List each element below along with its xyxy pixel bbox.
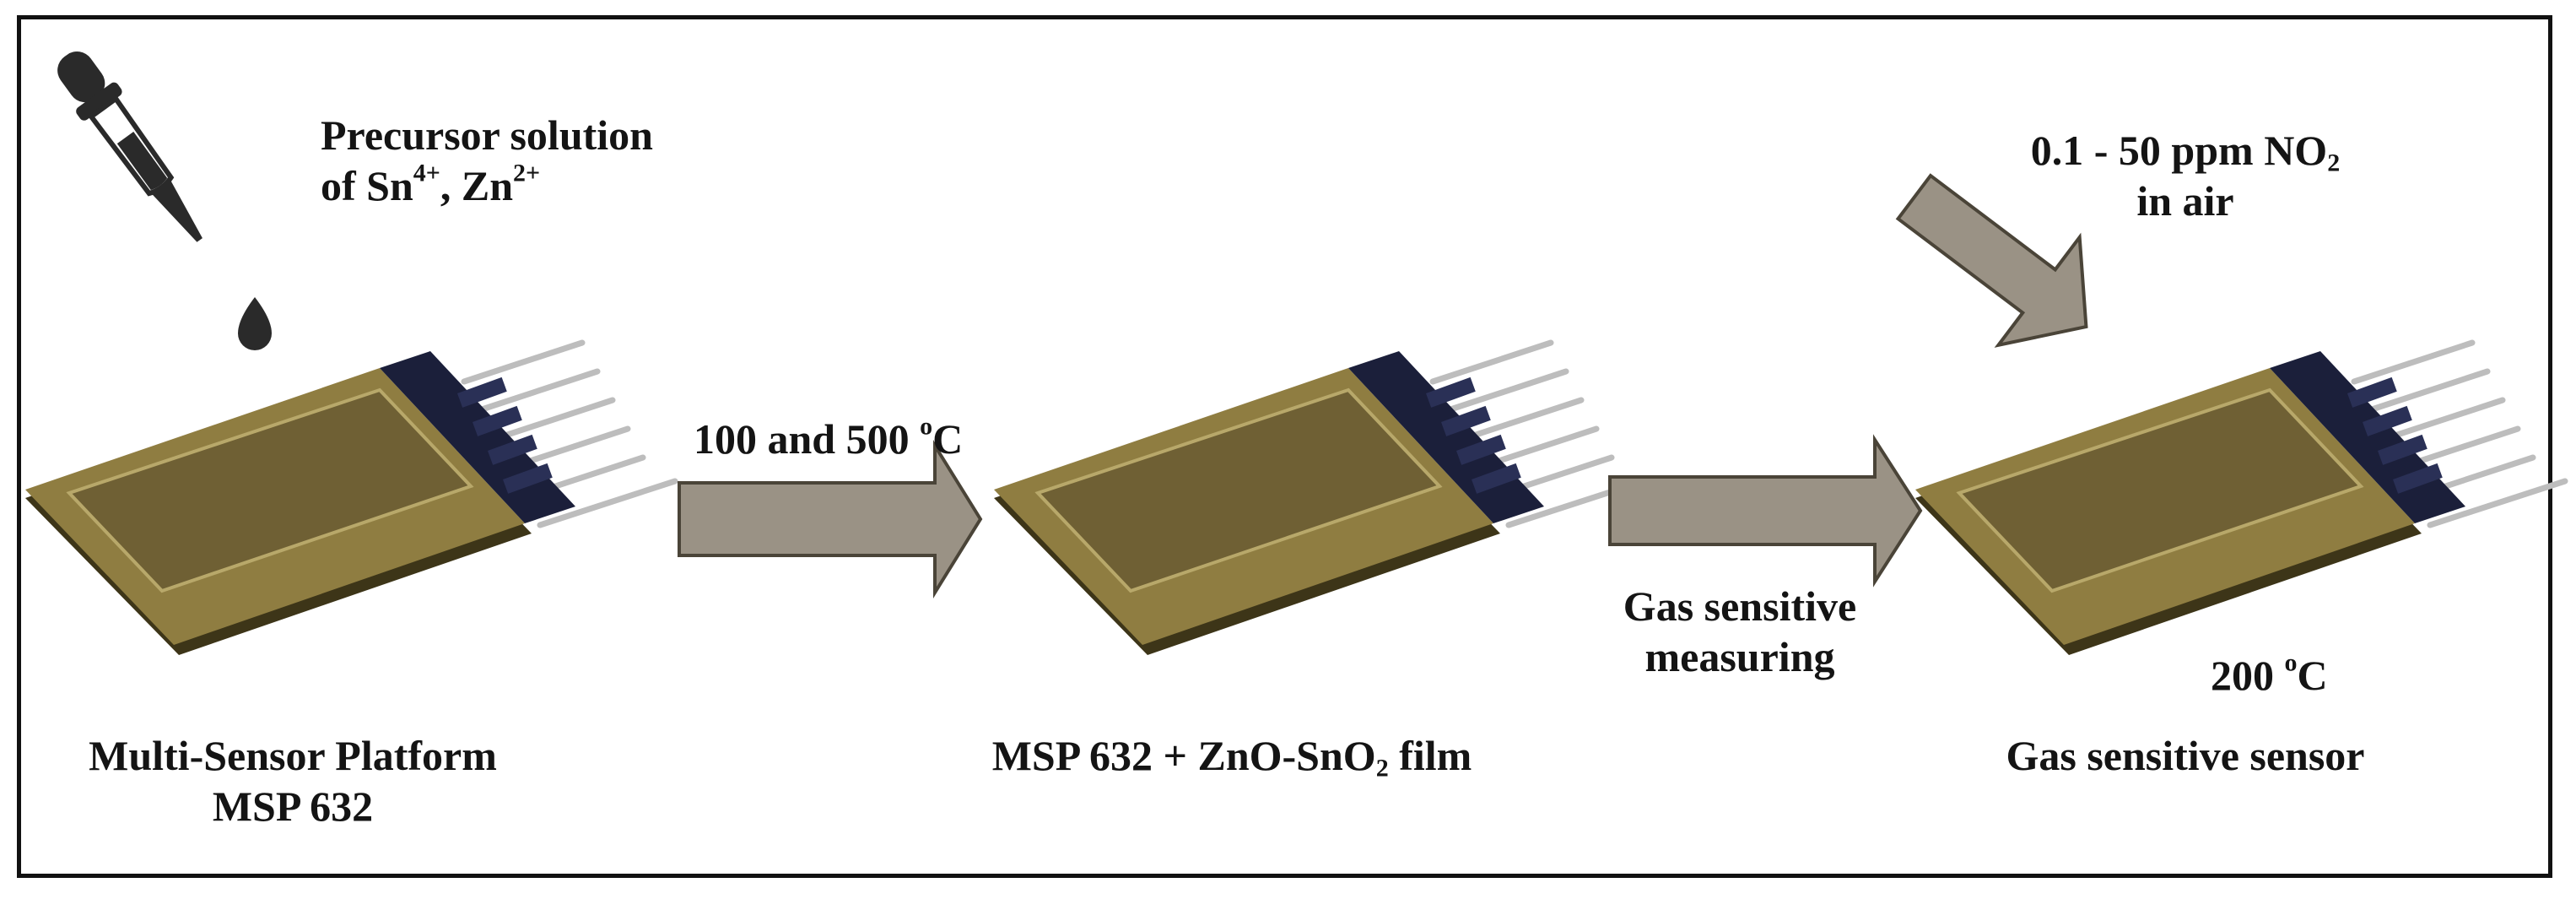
dropper-icon xyxy=(57,51,272,350)
film-sub: 2 xyxy=(1375,754,1389,783)
no2-line2: in air xyxy=(2136,177,2234,225)
no2-main: 0.1 - 50 ppm NO xyxy=(2030,127,2328,174)
sensor-chip-final xyxy=(1915,343,2565,655)
arrow-3 xyxy=(1895,173,2088,348)
operating-temperature-label: 200 oC xyxy=(2211,650,2328,701)
temperature-step-label: 100 and 500 oC xyxy=(694,414,963,464)
precursor-line2: of Sn4+, Zn2+ xyxy=(321,160,653,211)
temp-degree: o xyxy=(920,412,933,441)
gas-measuring-line2: measuring xyxy=(1644,633,1835,680)
temp-unit: C xyxy=(932,415,964,463)
op-temp-degree: o xyxy=(2284,648,2298,677)
sensor-caption: Gas sensitive sensor xyxy=(1983,730,2388,781)
op-temp-unit: C xyxy=(2297,652,2328,699)
precursor-line1: Precursor solution xyxy=(321,111,653,159)
no2-label: 0.1 - 50 ppm NO2 in air xyxy=(1983,125,2388,226)
precursor-label: Precursor solution of Sn4+, Zn2+ xyxy=(321,110,653,211)
precursor-of: of Sn xyxy=(321,162,413,209)
arrow-1 xyxy=(678,439,983,599)
platform-caption-line2: MSP 632 xyxy=(212,783,374,830)
temp-step-text: 100 and 500 xyxy=(694,415,921,463)
arrow-2 xyxy=(1608,434,1923,588)
film-main: MSP 632 + ZnO-SnO xyxy=(991,732,1376,779)
sensor-chip-coated xyxy=(994,343,1644,655)
precursor-zn: , Zn xyxy=(440,162,514,209)
op-temp-text: 200 xyxy=(2211,652,2285,699)
gas-measuring-label: Gas sensitive measuring xyxy=(1596,581,1883,682)
platform-caption-line1: Multi-Sensor Platform xyxy=(89,732,497,779)
zn-charge: 2+ xyxy=(513,159,541,187)
no2-line1: 0.1 - 50 ppm NO2 xyxy=(1983,125,2388,176)
film-caption: MSP 632 + ZnO-SnO2 film xyxy=(979,730,1485,781)
sensor-caption-text: Gas sensitive sensor xyxy=(2006,732,2365,779)
sensor-chip-bare xyxy=(25,343,675,655)
no2-sub: 2 xyxy=(2327,149,2341,177)
platform-caption: Multi-Sensor Platform MSP 632 xyxy=(52,730,533,831)
gas-measuring-line1: Gas sensitive xyxy=(1623,582,1857,630)
sn-charge: 4+ xyxy=(413,159,440,187)
film-end: film xyxy=(1388,732,1472,779)
